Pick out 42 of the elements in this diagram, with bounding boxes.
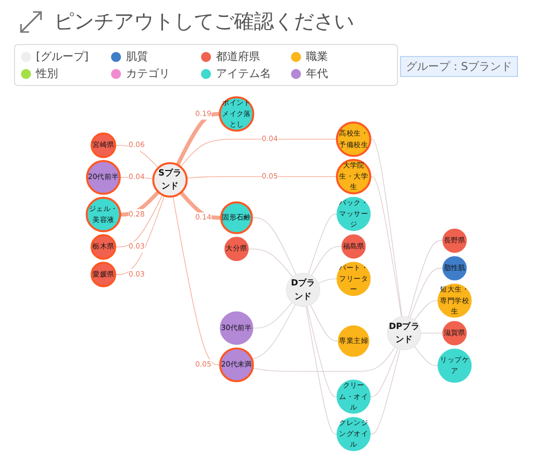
legend-label: 年代 [306,66,328,81]
connector [306,306,338,434]
connector [414,300,438,320]
connector [252,217,296,276]
connector [308,214,338,274]
legend-label: 職業 [306,49,328,64]
connector [408,240,444,318]
tooltip: グループ：Sブランド [400,56,518,77]
node-circle: Dブランド [286,272,320,307]
legend-label: [グループ] [36,49,89,64]
connector [180,138,338,168]
connector [120,190,160,216]
connector [114,194,163,248]
legend-label: カテゴリ [126,66,170,81]
connector [176,112,220,166]
node-circle: DPブランド [387,316,422,350]
connector [114,195,165,275]
connector [172,196,220,366]
connector [311,246,342,276]
connector [114,144,159,168]
node-circle: Sブランド [152,162,188,198]
legend-label: 肌質 [126,49,148,64]
legend-label: アイテム名 [216,66,271,81]
connector [248,248,293,278]
connector [370,349,400,434]
connector [186,176,338,179]
connector [252,302,292,328]
connector [420,332,444,334]
legend-label: 性別 [36,66,58,81]
connector [310,304,339,342]
connector [252,304,296,360]
connector [370,176,402,317]
connector [370,348,398,397]
connector [180,191,222,220]
connector [252,346,396,372]
connector [410,268,444,318]
legend-label: 都道府県 [216,49,260,64]
title: ピンチアウトしてご確認ください [54,8,354,35]
connector [370,138,402,317]
connector [318,278,338,284]
connector [414,346,438,366]
connector [306,306,338,397]
